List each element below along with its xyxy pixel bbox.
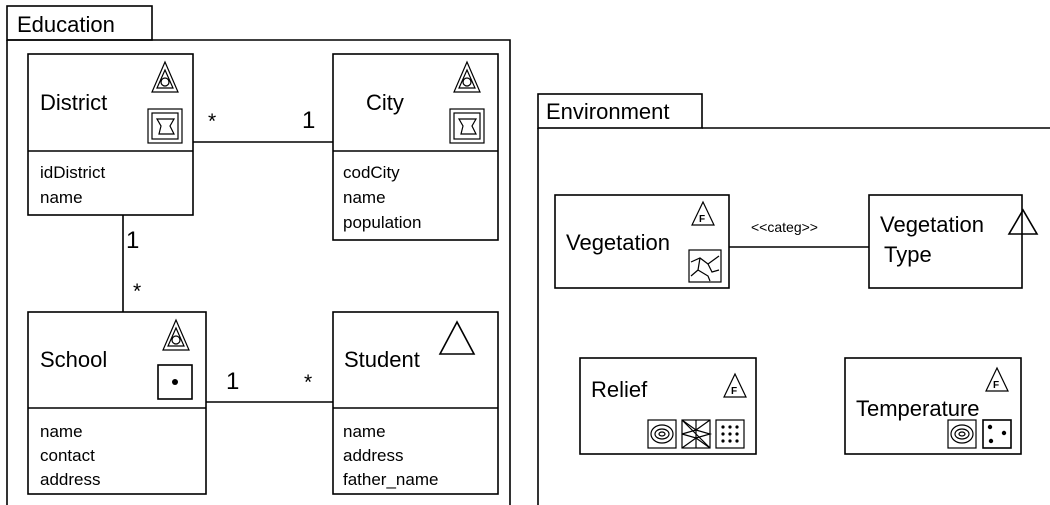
triangle-icon xyxy=(1007,208,1039,235)
class-relief: Relief F xyxy=(579,357,757,455)
irregular-tessellation-icon xyxy=(688,249,722,283)
association-district-city: * 1 xyxy=(193,107,333,143)
class-school: School name contact address xyxy=(27,311,207,495)
attribute: codCity xyxy=(343,163,400,182)
polygon-icon xyxy=(147,108,183,144)
sample-points-icon xyxy=(982,419,1012,449)
class-district: District idDistrict name xyxy=(27,53,194,216)
svg-text:F: F xyxy=(993,380,999,391)
attribute: address xyxy=(40,470,100,489)
field-triangle-icon: F xyxy=(985,366,1009,392)
spatial-triangle-icon xyxy=(162,318,190,351)
class-vegetation-name: Vegetation xyxy=(566,230,670,255)
multiplicity-district-one: 1 xyxy=(126,227,139,254)
isolines-icon xyxy=(647,419,677,449)
svg-text:F: F xyxy=(731,386,737,397)
class-school-name: School xyxy=(40,347,107,372)
multiplicity-student-many: * xyxy=(304,371,312,394)
attribute: name xyxy=(40,422,83,441)
isolines-icon xyxy=(947,419,977,449)
package-education-title: Education xyxy=(17,12,115,37)
polygon-icon xyxy=(449,108,485,144)
class-temperature: Temperature F xyxy=(844,357,1022,455)
attribute: address xyxy=(343,446,403,465)
class-city-name: City xyxy=(366,90,404,115)
class-student: Student name address father_name xyxy=(332,311,499,495)
association-vegetation-type: <<categ>> xyxy=(729,219,869,248)
class-vegetation-type-name-line1: Vegetation xyxy=(880,212,984,237)
class-vegetation-type: Vegetation Type xyxy=(868,194,1039,289)
package-environment: Environment xyxy=(537,93,1050,505)
multiplicity-school-many: * xyxy=(133,280,141,303)
class-vegetation-type-name-line2: Type xyxy=(884,242,932,267)
class-vegetation: Vegetation F xyxy=(554,194,730,289)
multiplicity-city-one: 1 xyxy=(302,107,315,134)
attribute: name xyxy=(40,188,83,207)
multiplicity-district-many: * xyxy=(208,110,216,133)
svg-text:F: F xyxy=(699,214,705,225)
package-environment-tab xyxy=(537,93,703,129)
field-triangle-icon: F xyxy=(723,372,747,398)
attribute: contact xyxy=(40,446,95,465)
class-district-name: District xyxy=(40,90,107,115)
class-city: City codCity name population xyxy=(332,53,499,241)
association-categ-label: <<categ>> xyxy=(751,219,818,235)
attribute: father_name xyxy=(343,470,438,489)
spatial-triangle-icon xyxy=(453,60,481,93)
spatial-triangle-icon xyxy=(151,60,179,93)
grid-points-icon xyxy=(715,419,745,449)
association-district-school: 1 * xyxy=(122,215,141,312)
class-relief-name: Relief xyxy=(591,377,648,402)
attribute: idDistrict xyxy=(40,163,105,182)
multiplicity-school-one: 1 xyxy=(226,368,239,395)
triangle-icon xyxy=(438,320,476,355)
point-icon xyxy=(157,364,193,400)
tin-icon xyxy=(681,419,713,449)
attribute: population xyxy=(343,213,421,232)
association-school-student: 1 * xyxy=(206,368,333,403)
attribute: name xyxy=(343,422,386,441)
package-education-tab xyxy=(6,5,153,41)
package-environment-title: Environment xyxy=(546,99,670,124)
class-student-name: Student xyxy=(344,347,420,372)
attribute: name xyxy=(343,188,386,207)
field-triangle-icon: F xyxy=(691,200,715,226)
package-education: Education xyxy=(6,5,511,505)
class-temperature-name: Temperature xyxy=(856,396,980,421)
